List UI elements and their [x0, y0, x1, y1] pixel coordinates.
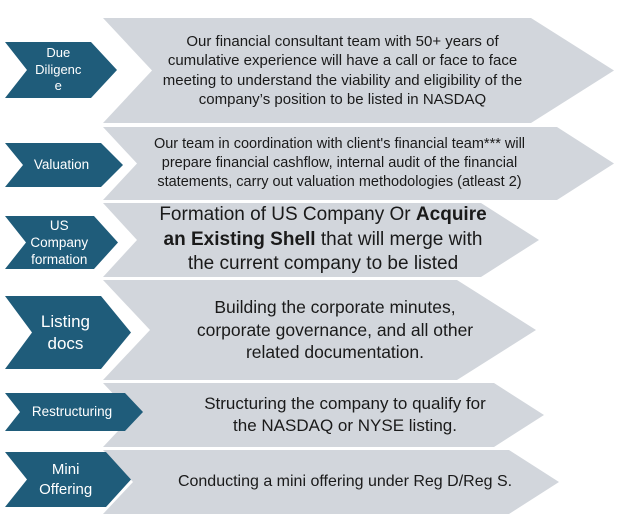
due-diligence-description: Our financial consultant team with 50+ y… [162, 32, 523, 109]
restructuring-step-label: Restructuring [31, 404, 113, 420]
valuation-step-arrow: Valuation [5, 143, 123, 187]
listing-docs-step-arrow: Listing docs [5, 296, 131, 369]
mini-offering-step-arrow: Mini Offering [5, 452, 131, 507]
us-company-formation-step-arrow: US Company formation [5, 216, 118, 269]
us-company-formation-desc-arrow-shape [103, 203, 539, 277]
due-diligence-desc-arrow-shape [103, 18, 614, 123]
restructuring-desc-arrow-shape [103, 383, 544, 447]
listing-docs-description: Building the corporate minutes, corporat… [196, 296, 474, 363]
due-diligence-step-arrow: Due Diligenc e [5, 42, 117, 98]
restructuring-description: Structuring the company to qualify for t… [204, 393, 486, 435]
valuation-description: Our team in coordination with client's f… [153, 136, 526, 190]
mini-offering-description: Conducting a mini offering under Reg D/R… [177, 472, 513, 490]
valuation-step-label: Valuation [33, 157, 90, 173]
us-company-formation-step-label: US Company formation [30, 217, 89, 268]
listing-docs-step-label: Listing docs [40, 311, 91, 353]
mini-offering-desc-arrow-shape [103, 450, 559, 514]
valuation-desc-arrow-shape [103, 127, 614, 200]
due-diligence-step-label: Due Diligenc e [35, 45, 82, 94]
listing-docs-desc-arrow-shape [103, 280, 536, 380]
restructuring-step-arrow: Restructuring [5, 393, 143, 431]
mini-offering-step-label: Mini Offering [39, 461, 93, 498]
us-company-formation-description: Formation of US Company Or Acquire an Ex… [159, 203, 487, 275]
